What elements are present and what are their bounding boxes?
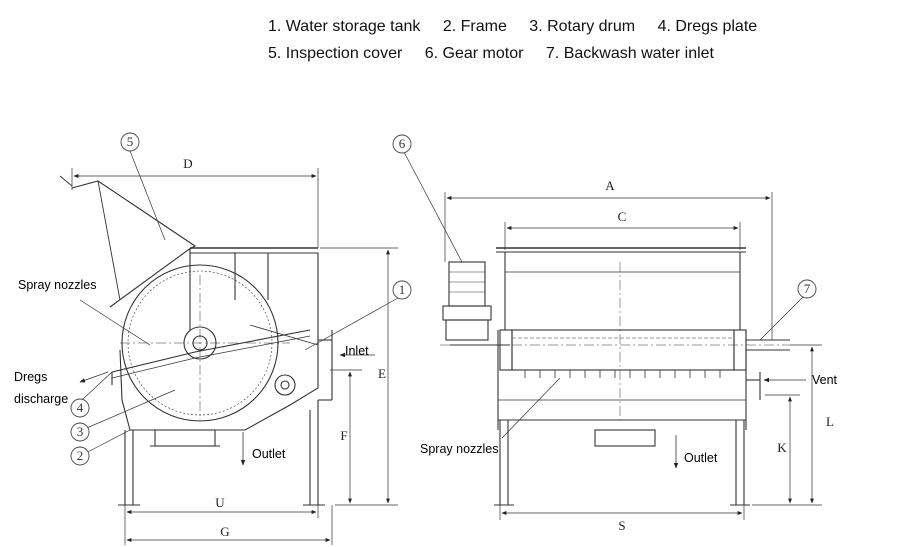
water-storage-tank — [119, 252, 319, 431]
frame — [118, 400, 325, 506]
svg-text:3: 3 — [77, 424, 84, 439]
dim-c-label: C — [618, 209, 627, 224]
svg-text:7: 7 — [804, 281, 811, 296]
svg-text:5: 5 — [127, 134, 134, 149]
callout-inspection-cover: 5 — [120, 132, 140, 152]
side-spray-nozzles-label: Spray nozzles — [18, 278, 97, 292]
legend-item-backwash-water-inlet: 7. Backwash water inlet — [545, 45, 714, 62]
front-view — [403, 151, 822, 520]
front-outlet-label: Outlet — [684, 451, 718, 465]
svg-text:6: 6 — [399, 136, 406, 151]
dim-e-label: E — [378, 366, 386, 381]
callout-dregs-plate: 4 — [70, 398, 90, 418]
front-spray-nozzles-label: Spray nozzles — [420, 442, 499, 456]
dim-f-label: F — [340, 428, 347, 443]
callout-backwash-water-inlet: 7 — [797, 279, 817, 299]
legend-row-2: 5. Inspection cover 6. Gear motor 7. Bac… — [268, 45, 732, 63]
front-rotary-drum — [511, 329, 735, 371]
dim-l-label: L — [826, 414, 834, 429]
side-view — [59, 150, 399, 545]
inspection-cover — [71, 180, 197, 308]
dim-u-label: U — [215, 495, 225, 510]
legend-item-inspection-cover: 5. Inspection cover — [268, 45, 403, 62]
callout-rotary-drum: 3 — [70, 422, 90, 442]
legend-item-gear-motor: 6. Gear motor — [424, 45, 524, 62]
legend-item-frame: 2. Frame — [442, 18, 507, 35]
vent-label: Vent — [812, 373, 838, 387]
callout-water-storage-tank: 1 — [392, 280, 412, 300]
callout-gear-motor: 6 — [392, 134, 412, 154]
svg-text:4: 4 — [77, 400, 84, 415]
dim-s-label: S — [618, 518, 625, 533]
svg-text:1: 1 — [399, 282, 406, 297]
dim-a-label: A — [605, 178, 615, 193]
svg-text:2: 2 — [77, 448, 84, 463]
front-frame — [494, 420, 750, 506]
dim-g-label: G — [220, 524, 229, 539]
callout-frame: 2 — [70, 446, 90, 466]
legend-item-rotary-drum: 3. Rotary drum — [529, 18, 636, 35]
dregs-discharge-label-line1: Dregs — [14, 370, 47, 384]
side-view-callouts: 5 1 4 3 2 — [70, 132, 412, 466]
dregs-discharge-label-line2: discharge — [14, 392, 68, 406]
legend-item-water-storage-tank: 1. Water storage tank — [268, 18, 421, 35]
inlet-label: Inlet — [345, 344, 369, 358]
side-outlet-label: Outlet — [252, 447, 286, 461]
legend-row-1: 1. Water storage tank 2. Frame 3. Rotary… — [268, 18, 775, 36]
front-view-callouts: 6 7 — [392, 134, 817, 299]
dim-k-label: K — [777, 440, 787, 455]
legend-item-dregs-plate: 4. Dregs plate — [657, 18, 758, 35]
dregs-plate — [111, 329, 311, 373]
dim-d-label: D — [183, 156, 192, 171]
